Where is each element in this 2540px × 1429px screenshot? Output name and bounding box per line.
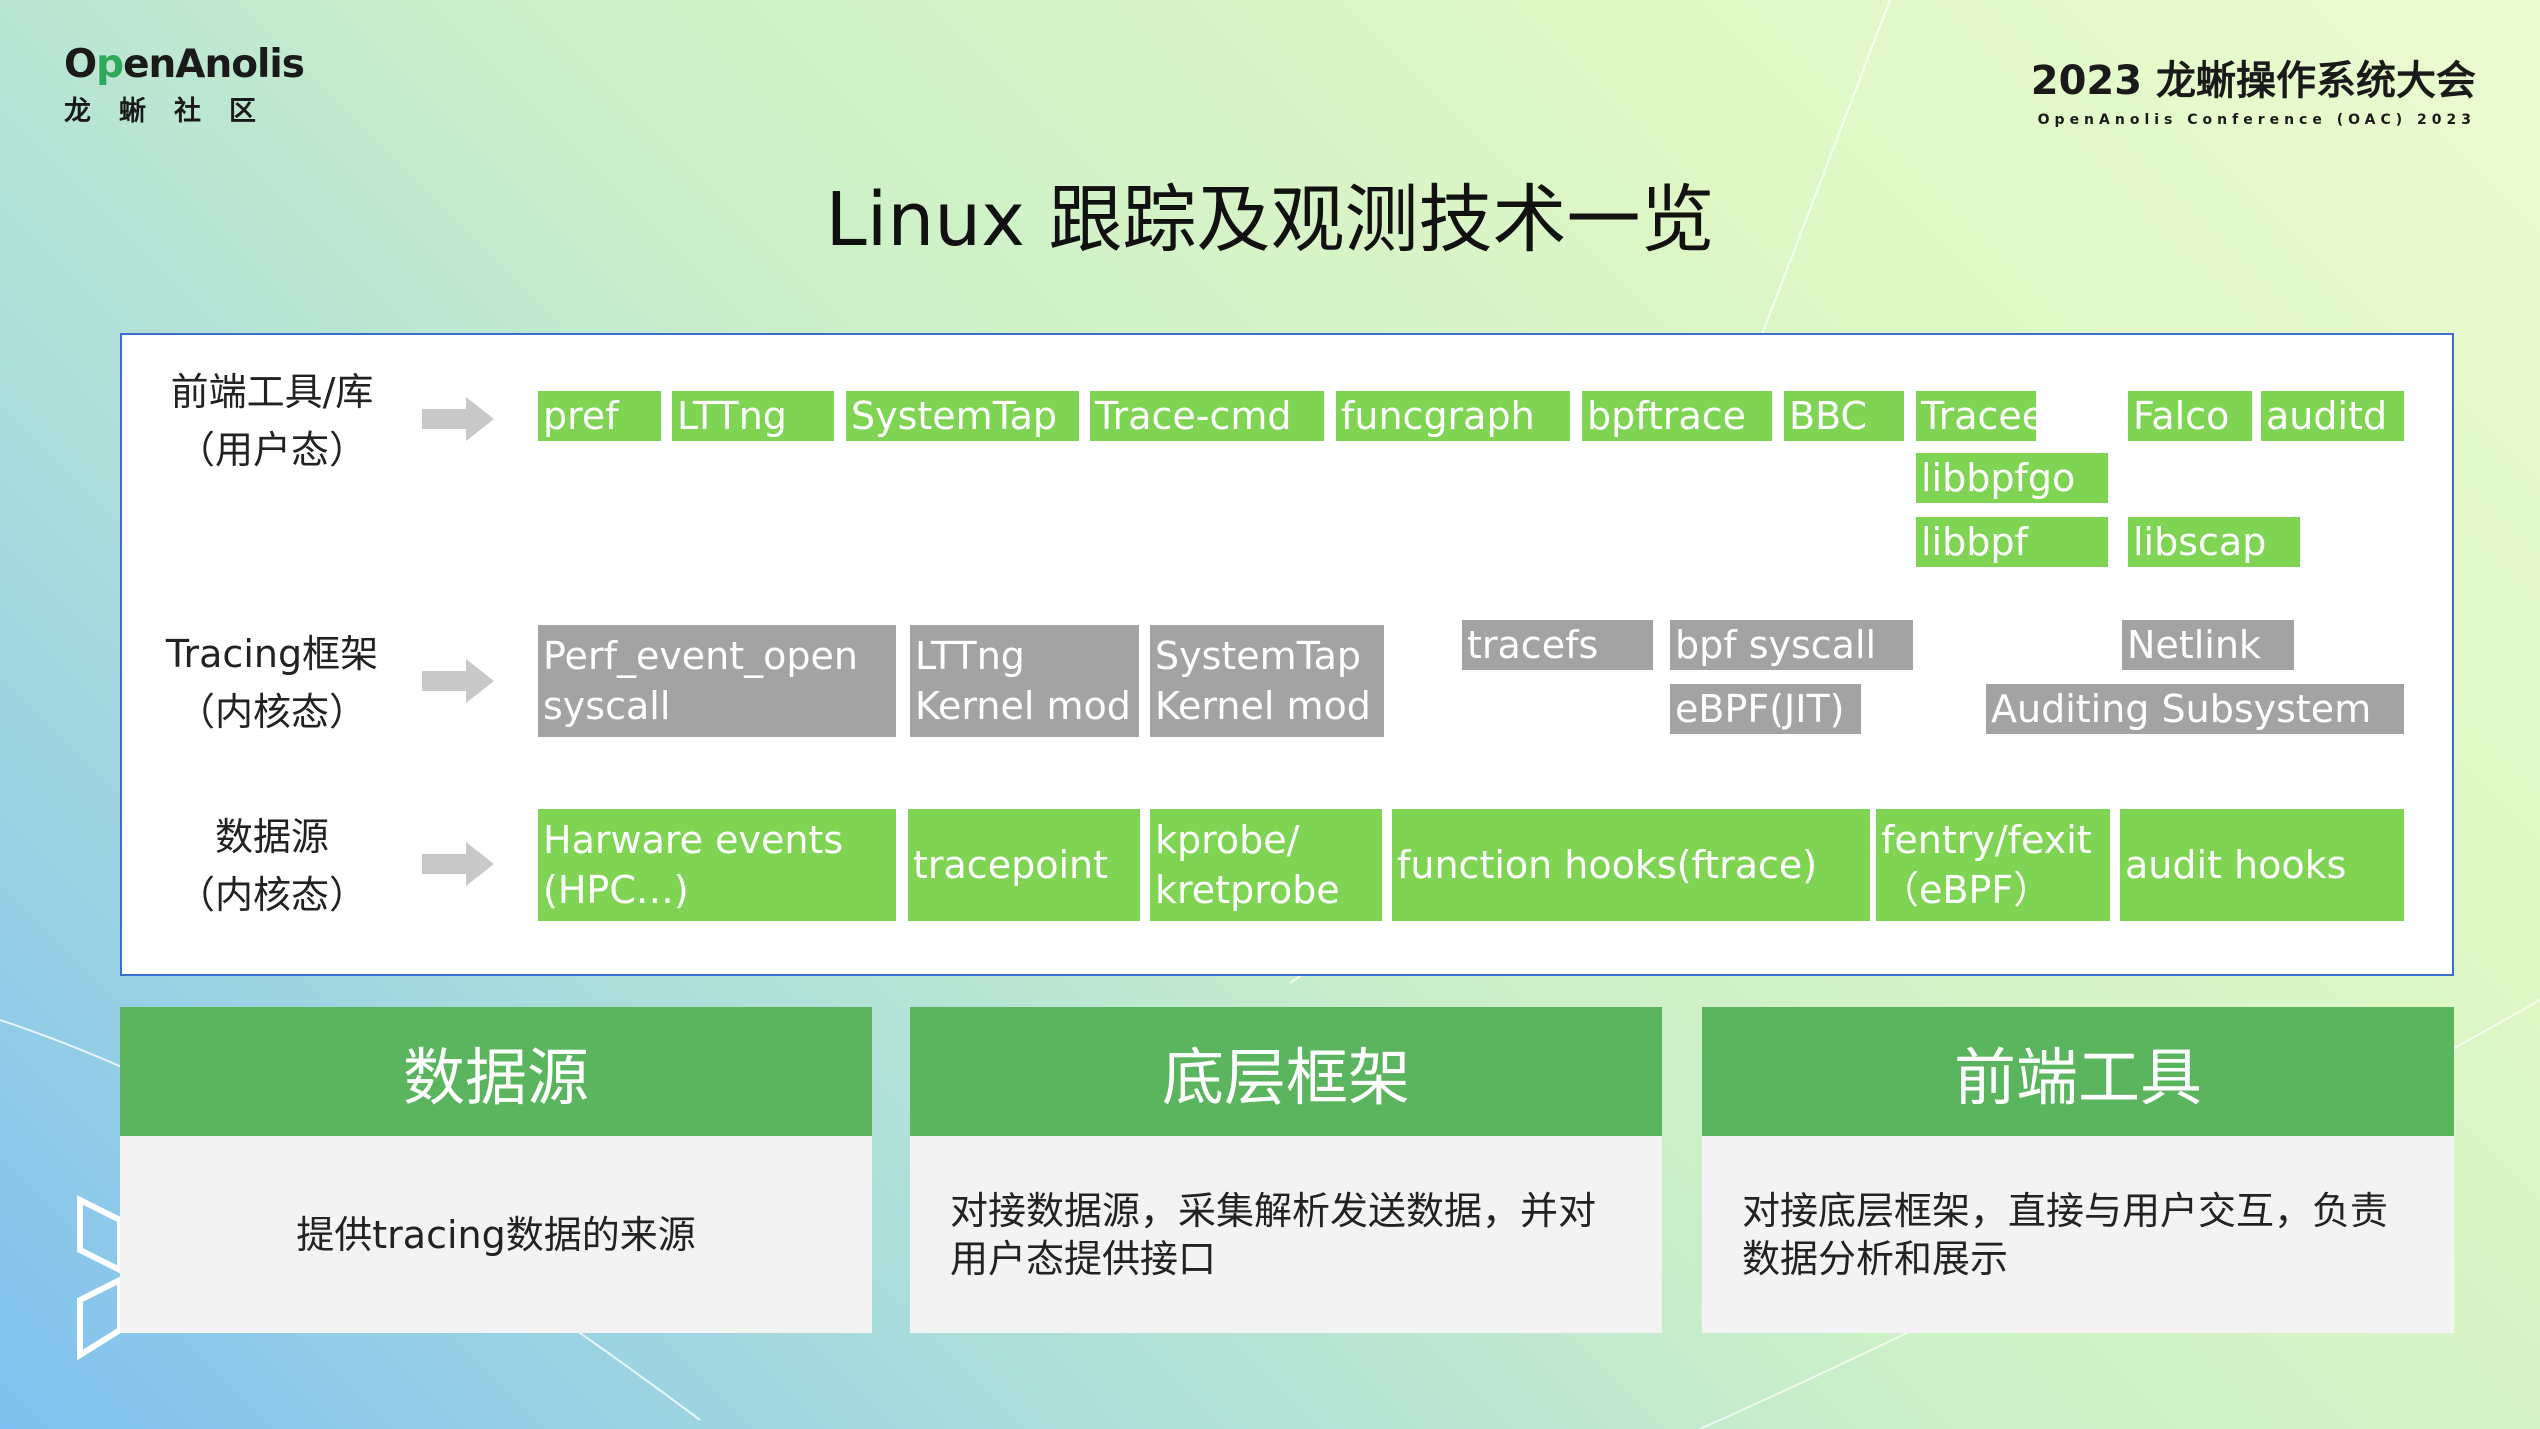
box-tracepoint: tracepoint (908, 809, 1140, 921)
box-falco: Falco (2128, 391, 2252, 441)
card-title: 前端工具 (1702, 1007, 2454, 1136)
card-title: 数据源 (120, 1007, 872, 1136)
box-netlink: Netlink (2122, 620, 2294, 670)
right-arrow-icon (422, 397, 494, 441)
box-fentry-fexit: fentry/fexit（eBPF） (1876, 809, 2110, 921)
box-lttng-tool: LTTng (672, 391, 834, 441)
box-systemtap-tool: SystemTap (846, 391, 1079, 441)
right-arrow-icon (422, 842, 494, 886)
right-arrow-icon (422, 659, 494, 703)
box-tracee: Tracee (1916, 391, 2036, 441)
logo-brand: OpenAnolis (64, 42, 305, 87)
page-title: Linux 跟踪及观测技术一览 (825, 177, 1715, 263)
conference-subtitle: OpenAnolis Conference (OAC) 2023 (2037, 112, 2476, 128)
conference-title: 2023 龙蜥操作系统大会 (2030, 58, 2476, 104)
box-trace-cmd: Trace-cmd (1090, 391, 1324, 441)
box-auditing-subsystem: Auditing Subsystem (1986, 684, 2404, 734)
box-function-hooks: function hooks(ftrace) (1392, 809, 1870, 921)
overview-panel: 前端工具/库（用户态） Tracing框架（内核态） 数据源（内核态） pref… (120, 333, 2454, 976)
box-hardware-events: Harware events(HPC…) (538, 809, 896, 921)
box-bpftrace: bpftrace (1582, 391, 1772, 441)
box-kprobe: kprobe/kretprobe (1150, 809, 1382, 921)
card-body: 对接底层框架，直接与用户交互，负责数据分析和展示 (1742, 1188, 2389, 1281)
box-bbc: BBC (1784, 391, 1904, 441)
box-libscap: libscap (2128, 517, 2300, 567)
box-libbpf: libbpf (1916, 517, 2108, 567)
box-funcgraph: funcgraph (1336, 391, 1570, 441)
row-label-source: 数据源（内核态） (176, 815, 367, 917)
card-title: 底层框架 (910, 1007, 1662, 1136)
card-body: 提供tracing数据的来源 (296, 1212, 696, 1257)
box-auditd: auditd (2261, 391, 2404, 441)
box-tracefs: tracefs (1462, 620, 1653, 670)
logo-sub: 龙蜥社区 (64, 96, 284, 127)
openanolis-logo: OpenAnolis 龙蜥社区 (64, 42, 305, 128)
box-pref: pref (538, 391, 661, 441)
box-libbpfgo: libbpfgo (1916, 453, 2108, 503)
card-framework: 底层框架 对接数据源，采集解析发送数据，并对用户态提供接口 (910, 1007, 1662, 1333)
row-label-tracing: Tracing框架（内核态） (165, 632, 379, 734)
box-bpf-syscall: bpf syscall (1670, 620, 1913, 670)
card-data-source: 数据源 提供tracing数据的来源 (120, 1007, 872, 1333)
conference-logo: 2023 龙蜥操作系统大会 OpenAnolis Conference (OAC… (2031, 48, 2476, 128)
card-frontend-tools: 前端工具 对接底层框架，直接与用户交互，负责数据分析和展示 (1702, 1007, 2454, 1333)
row-label-frontend: 前端工具/库（用户态） (170, 370, 374, 472)
box-ebpf-jit: eBPF(JIT) (1670, 684, 1861, 734)
card-body: 对接数据源，采集解析发送数据，并对用户态提供接口 (950, 1188, 1597, 1281)
box-audit-hooks: audit hooks (2120, 809, 2404, 921)
